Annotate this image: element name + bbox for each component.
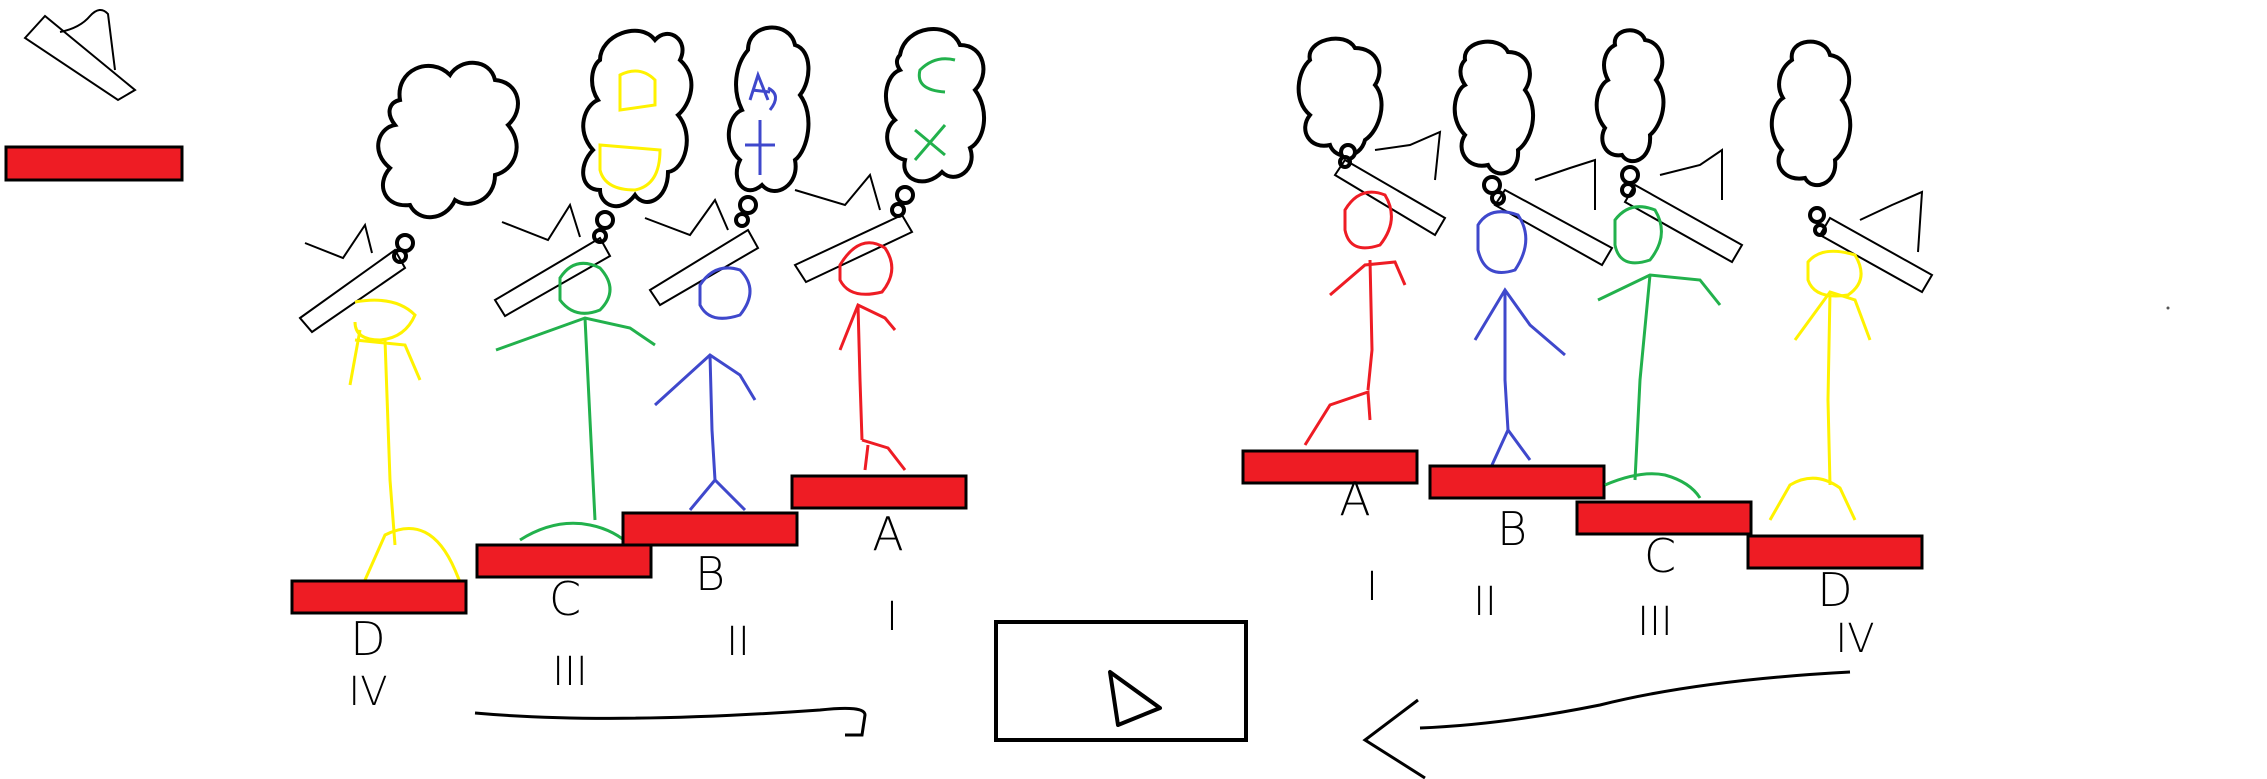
arrow-left-group <box>474 706 867 737</box>
position-number: IV <box>348 669 387 715</box>
hat-icon <box>298 222 407 334</box>
hat-icon <box>23 9 137 102</box>
stick-figure <box>838 241 907 471</box>
plate-letter: D <box>350 612 385 666</box>
stick-figure <box>1473 210 1566 466</box>
position-number: III <box>1637 599 1672 645</box>
thought-cloud <box>581 28 694 244</box>
position-number: I <box>1366 564 1378 610</box>
plate <box>1428 464 1606 500</box>
hat-icon <box>1623 148 1744 264</box>
stick-figure <box>495 261 656 549</box>
thought-cloud <box>726 25 811 228</box>
plate-letter: A <box>1339 472 1370 526</box>
stick-figure <box>1768 249 1872 521</box>
plate <box>1746 534 1924 570</box>
thought-cloud <box>376 60 520 264</box>
plate-letter: B <box>695 547 725 601</box>
figure-yellow-left: D IV <box>290 60 520 715</box>
plate-letter: A <box>872 507 903 561</box>
thought-cloud <box>1452 39 1535 206</box>
stick-figure <box>1303 190 1407 446</box>
hat-icon <box>793 172 914 284</box>
figure-blue-left: B II <box>621 25 811 665</box>
stray-dot <box>2166 306 2170 310</box>
hat-icon <box>1493 158 1614 267</box>
plate <box>1575 500 1753 536</box>
figure-green-left: C III <box>475 28 694 695</box>
plate-letter: C <box>1644 529 1676 583</box>
plate <box>290 579 468 615</box>
plate <box>790 474 968 510</box>
hat-icon <box>644 197 760 307</box>
stick-figure <box>653 266 757 512</box>
legend <box>4 9 184 182</box>
thought-cloud <box>1296 36 1384 169</box>
hat-icon <box>493 202 612 318</box>
figure-green-right: C III <box>1575 28 1753 645</box>
hat-icon <box>1818 190 1934 294</box>
play-triangle-icon <box>1108 670 1162 727</box>
stick-figure <box>1597 205 1722 499</box>
thought-cloud <box>883 27 987 218</box>
left-group: D IV C III <box>290 25 987 715</box>
right-group: A I B II <box>1241 28 1934 662</box>
figure-blue-right: B II <box>1428 39 1614 625</box>
figure-red-left: A I <box>790 27 987 640</box>
hat-icon <box>1333 130 1447 237</box>
thought-cloud <box>1594 28 1666 198</box>
plate <box>475 543 653 579</box>
figure-yellow-right: D IV <box>1746 39 1934 662</box>
plate <box>1241 449 1419 485</box>
plate-letter: B <box>1497 502 1527 556</box>
plate <box>621 511 799 547</box>
red-plate-icon <box>4 145 184 182</box>
plate-letter: D <box>1817 563 1852 617</box>
position-number: I <box>886 594 898 640</box>
position-number: III <box>552 649 587 695</box>
position-number: II <box>726 619 750 665</box>
play-button[interactable] <box>994 620 1248 742</box>
stick-figure <box>348 298 462 583</box>
position-number: IV <box>1835 616 1874 662</box>
arrow-right-group <box>1362 670 1851 779</box>
plate-letter: C <box>549 572 581 626</box>
position-number: II <box>1473 579 1497 625</box>
figure-red-right: A I <box>1241 36 1447 610</box>
thought-cloud <box>1769 39 1853 237</box>
